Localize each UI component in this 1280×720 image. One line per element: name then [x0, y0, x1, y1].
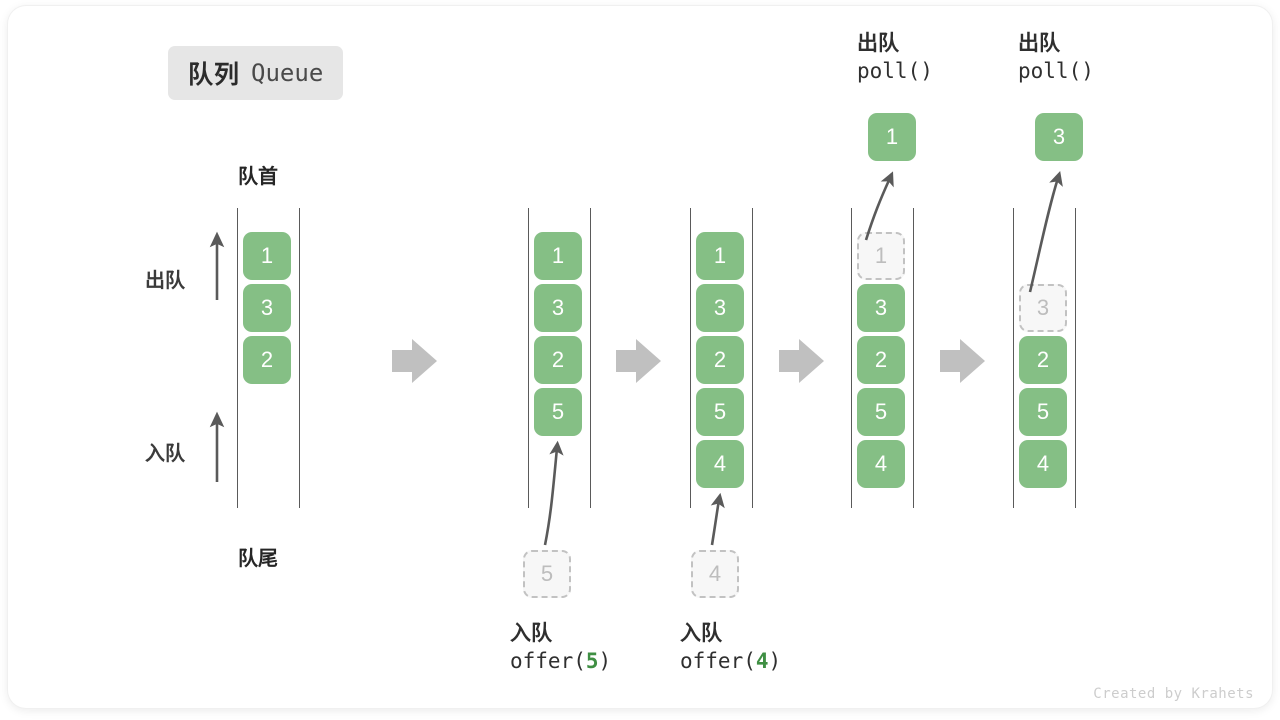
queue-rail-left — [1013, 208, 1014, 508]
poll-label-stage-4: 出队 poll() — [857, 30, 933, 85]
offer-caption-cn: 入队 — [680, 622, 722, 645]
queue-rail-right — [299, 208, 300, 508]
offer-code-suffix: ) — [768, 648, 782, 673]
diagram-card — [8, 6, 1272, 708]
popped-element-3: 3 — [1035, 113, 1083, 161]
offer-code-prefix: offer( — [510, 648, 586, 673]
offer-code-suffix: ) — [598, 648, 612, 673]
offer-caption-cn: 入队 — [510, 622, 552, 645]
watermark: Created by Krahets — [1093, 686, 1254, 702]
queue-rail-left — [528, 208, 529, 508]
queue-slot: 4 — [1019, 440, 1067, 488]
queue-slot: 2 — [696, 336, 744, 384]
queue-rail-left — [690, 208, 691, 508]
queue-slot: 2 — [857, 336, 905, 384]
enqueue-direction-label: 入队 — [145, 443, 185, 465]
queue-slot: 3 — [696, 284, 744, 332]
queue-slot: 5 — [534, 388, 582, 436]
queue-slot-ghost: 1 — [857, 232, 905, 280]
queue-head-label: 队首 — [238, 166, 278, 188]
poll-label-cn: 出队 — [1018, 32, 1060, 55]
queue-rail-right — [1075, 208, 1076, 508]
offer-code-prefix: offer( — [680, 648, 756, 673]
queue-slot: 5 — [857, 388, 905, 436]
offer-code-arg: 5 — [585, 648, 599, 673]
queue-slot: 1 — [243, 232, 291, 280]
pending-element-4: 4 — [691, 550, 739, 598]
queue-slot-ghost: 3 — [1019, 284, 1067, 332]
queue-slot: 1 — [696, 232, 744, 280]
offer-caption-code: offer(5) — [510, 648, 611, 676]
diagram-title-cn: 队列 — [188, 61, 241, 89]
poll-label-cn: 出队 — [857, 32, 899, 55]
queue-slot: 1 — [534, 232, 582, 280]
queue-slot: 2 — [243, 336, 291, 384]
offer-caption-stage-3: 入队 offer(4) — [680, 620, 781, 675]
queue-slot: 5 — [1019, 388, 1067, 436]
queue-rail-left — [237, 208, 238, 508]
queue-rail-right — [590, 208, 591, 508]
dequeue-direction-label: 出队 — [145, 270, 185, 292]
queue-slot: 4 — [857, 440, 905, 488]
queue-slot: 3 — [857, 284, 905, 332]
queue-slot: 2 — [1019, 336, 1067, 384]
poll-label-code: poll() — [1018, 58, 1094, 83]
queue-slot: 5 — [696, 388, 744, 436]
queue-slot: 2 — [534, 336, 582, 384]
poll-label-stage-5: 出队 poll() — [1018, 30, 1094, 85]
queue-slot: 4 — [696, 440, 744, 488]
offer-code-arg: 4 — [755, 648, 769, 673]
queue-slot: 3 — [534, 284, 582, 332]
queue-rail-right — [752, 208, 753, 508]
offer-caption-stage-2: 入队 offer(5) — [510, 620, 611, 675]
popped-element-1: 1 — [868, 113, 916, 161]
queue-slot: 3 — [243, 284, 291, 332]
queue-rail-right — [913, 208, 914, 508]
pending-element-5: 5 — [523, 550, 571, 598]
queue-rail-left — [851, 208, 852, 508]
queue-tail-label: 队尾 — [238, 548, 278, 570]
diagram-title-chip: 队列 Queue — [168, 46, 344, 100]
poll-label-code: poll() — [857, 58, 933, 83]
offer-caption-code: offer(4) — [680, 648, 781, 676]
diagram-title-en: Queue — [251, 59, 324, 87]
